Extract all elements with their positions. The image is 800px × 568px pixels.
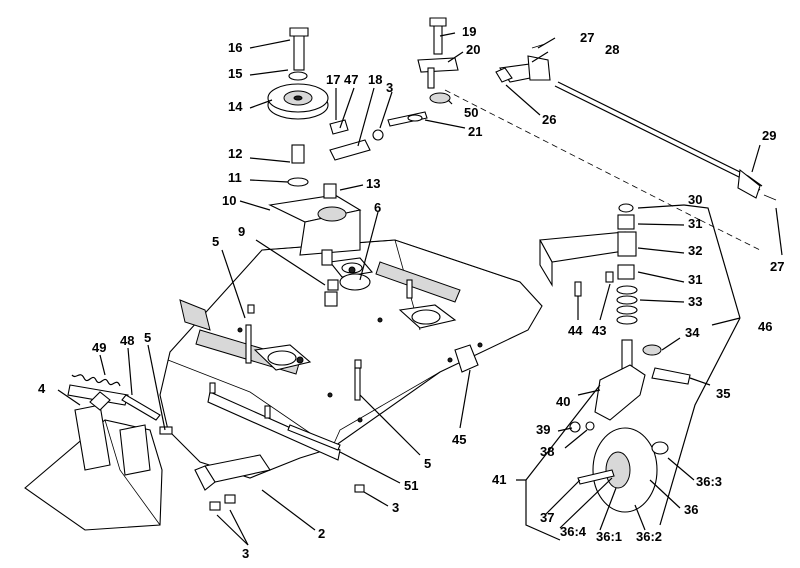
callout-12: 12	[228, 146, 242, 161]
callout-46: 46	[758, 319, 772, 334]
callout-27-top: 27	[580, 30, 594, 45]
callout-38: 38	[540, 444, 554, 459]
callout-36-3: 36:3	[696, 474, 722, 489]
callout-30: 30	[688, 192, 702, 207]
callout-2: 2	[318, 526, 325, 541]
callout-40: 40	[556, 394, 570, 409]
callout-47: 47	[344, 72, 358, 87]
callout-4: 4	[38, 381, 46, 396]
callout-41: 41	[492, 472, 506, 487]
callout-36: 36	[684, 502, 698, 517]
callout-11: 11	[228, 170, 242, 185]
callout-31-upper: 31	[688, 216, 702, 231]
callout-14: 14	[228, 99, 243, 114]
callout-43: 43	[592, 323, 606, 338]
callout-49: 49	[92, 340, 106, 355]
callout-9: 9	[238, 224, 245, 239]
callout-45: 45	[452, 432, 466, 447]
callout-36-1: 36:1	[596, 529, 622, 544]
callout-3-right: 3	[392, 500, 399, 515]
caster-assembly	[539, 203, 691, 513]
callout-28: 28	[605, 42, 619, 57]
callout-19: 19	[462, 24, 476, 39]
callout-5-skid: 5	[144, 330, 151, 345]
callout-34: 34	[685, 325, 700, 340]
callout-5-center: 5	[424, 456, 431, 471]
callout-39: 39	[536, 422, 550, 437]
callout-15: 15	[228, 66, 242, 81]
callout-20: 20	[466, 42, 480, 57]
callout-36-4: 36:4	[560, 524, 587, 539]
callout-27-right: 27	[770, 259, 784, 274]
callout-51: 51	[404, 478, 418, 493]
callout-13: 13	[366, 176, 380, 191]
callout-26: 26	[542, 112, 556, 127]
callout-37: 37	[540, 510, 554, 525]
callout-21: 21	[468, 124, 482, 139]
skid-plate	[24, 374, 173, 531]
callout-35: 35	[716, 386, 730, 401]
callout-44: 44	[568, 323, 583, 338]
callout-29: 29	[762, 128, 776, 143]
callout-3-bottom: 3	[242, 546, 249, 561]
pulley-assembly	[267, 27, 428, 307]
callout-50: 50	[464, 105, 478, 120]
callout-6: 6	[374, 200, 381, 215]
callout-16: 16	[228, 40, 242, 55]
lift-rod	[444, 43, 777, 251]
callout-36-2: 36:2	[636, 529, 662, 544]
callout-labels: 16 15 14 17 47 18 3 19 20 27 28 50 21 26…	[38, 24, 784, 561]
callout-10: 10	[222, 193, 236, 208]
callout-5-left: 5	[212, 234, 219, 249]
callout-31-lower: 31	[688, 272, 702, 287]
callout-48: 48	[120, 333, 134, 348]
callout-3-top: 3	[386, 80, 393, 95]
front-bracket	[194, 391, 365, 511]
callout-17: 17	[326, 72, 340, 87]
callout-18: 18	[368, 72, 382, 87]
callout-33: 33	[688, 294, 702, 309]
idler-bracket	[417, 17, 459, 104]
callout-32: 32	[688, 243, 702, 258]
deck-bolts	[209, 304, 362, 451]
leader-lines	[57, 32, 783, 546]
